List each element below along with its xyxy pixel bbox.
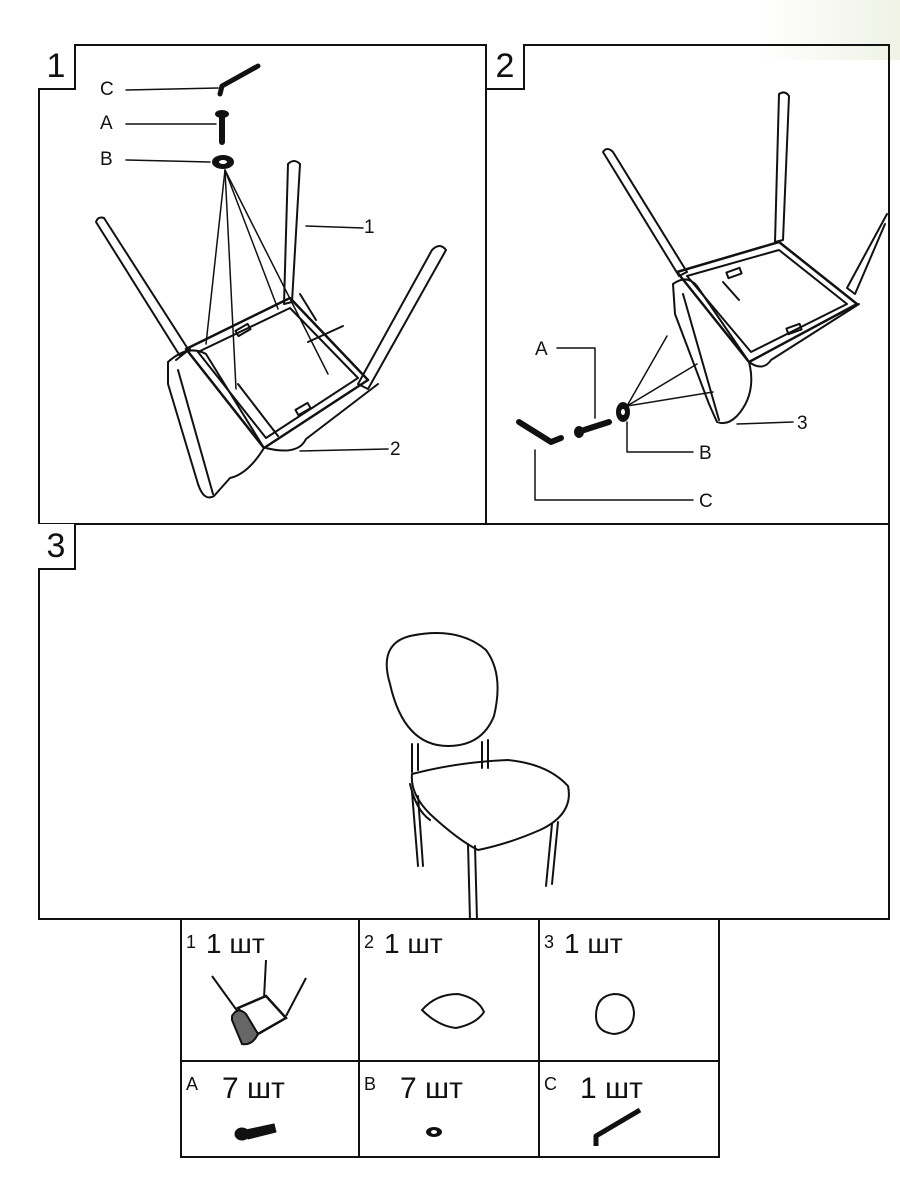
label-part-3: 3 — [797, 413, 808, 434]
step-3-number: 3 — [38, 524, 76, 570]
seat-cushion-icon — [420, 992, 486, 1030]
part-qty: 1 шт — [206, 928, 265, 959]
part-id: B — [364, 1074, 377, 1094]
part-cell-c: C 1 шт — [540, 1062, 720, 1158]
scan-tint — [760, 0, 900, 60]
step-2-number: 2 — [487, 44, 525, 90]
label-a: A — [535, 339, 548, 360]
washer-icon — [426, 1127, 442, 1137]
part-id: 2 — [364, 932, 375, 952]
bolt-icon — [234, 1123, 277, 1141]
label-b: B — [100, 149, 113, 170]
part-cell-2: 2 1 шт — [360, 920, 540, 1062]
part-id: A — [186, 1074, 199, 1094]
part-qty: 1 шт — [564, 928, 623, 959]
assembled-chair-drawing — [385, 632, 570, 920]
step-1-number: 1 — [38, 44, 76, 90]
part-qty: 1 шт — [384, 928, 443, 959]
parts-table: 1 1 шт 2 1 шт 3 1 шт A 7 шт B 7 шт — [180, 920, 720, 1160]
step-2-panel: 2 A — [487, 44, 890, 525]
part-cell-b: B 7 шт — [360, 1062, 540, 1158]
part-id: 3 — [544, 932, 555, 952]
label-part-1: 1 — [364, 217, 375, 238]
part-cell-3: 3 1 шт — [540, 920, 720, 1062]
washer-icon — [212, 155, 234, 169]
bolt-icon — [574, 419, 612, 438]
backrest-icon — [594, 992, 636, 1036]
step-1-drawing — [95, 63, 447, 499]
washer-icon — [616, 402, 630, 422]
instructions-frame — [38, 44, 890, 920]
allen-key-icon — [593, 1107, 642, 1146]
chair-frame-icon — [211, 959, 307, 1046]
label-a: A — [100, 113, 113, 134]
bolt-icon — [215, 110, 229, 145]
part-cell-a: A 7 шт — [180, 1062, 360, 1158]
label-b: B — [699, 443, 712, 464]
part-id: C — [544, 1074, 557, 1094]
step-1-panel: 1 — [38, 44, 487, 525]
part-qty: 7 шт — [400, 1072, 463, 1105]
part-qty: 7 шт — [222, 1072, 285, 1105]
part-qty: 1 шт — [580, 1072, 643, 1105]
allen-key-icon — [516, 419, 564, 445]
label-c: C — [100, 79, 114, 100]
part-id: 1 — [186, 932, 197, 952]
allen-key-icon — [217, 63, 261, 97]
step-3-panel: 3 — [38, 524, 890, 920]
label-part-2: 2 — [390, 439, 401, 460]
label-c: C — [699, 491, 713, 512]
part-cell-1: 1 1 шт — [180, 920, 360, 1062]
step-2-drawing — [516, 91, 888, 501]
